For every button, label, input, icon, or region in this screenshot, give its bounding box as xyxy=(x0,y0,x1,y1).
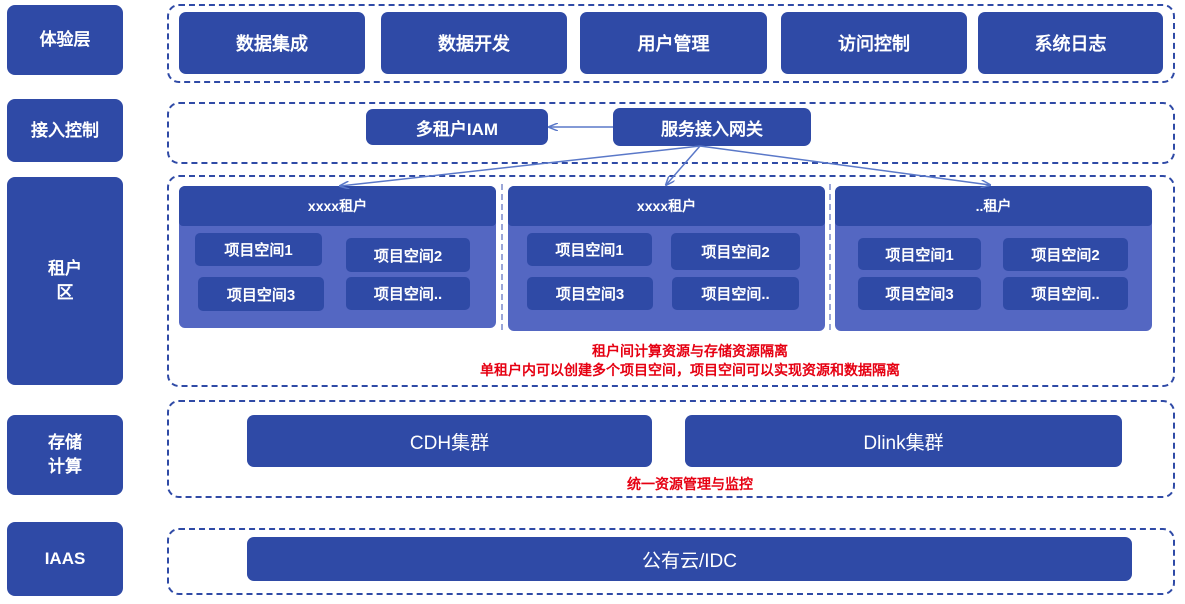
project-space-tile[interactable]: 项目空间.. xyxy=(672,277,799,310)
access-layer-frame xyxy=(167,102,1175,164)
tenant-title-3: ..租户 xyxy=(835,186,1152,226)
project-space-note: 单租户内可以创建多个项目空间，项目空间可以实现资源和数据隔离 xyxy=(480,362,900,378)
experience-layer-frame xyxy=(167,4,1175,83)
layer-label-access: 接入控制 xyxy=(7,99,123,162)
layer-label-storage-line2: 计算 xyxy=(48,457,82,476)
gateway-to-tenant1-arrow xyxy=(340,145,701,186)
gateway-to-tenant3-arrow xyxy=(699,145,990,185)
project-space-tile[interactable]: 项目空间3 xyxy=(198,277,324,311)
multi-tenant-iam-box[interactable]: 多租户IAM xyxy=(366,109,548,145)
tenant-separator xyxy=(501,184,503,330)
layer-label-iaas: IAAS xyxy=(7,522,123,596)
storage-layer-frame xyxy=(167,400,1175,498)
resource-monitor-note: 统一资源管理与监控 xyxy=(627,476,753,492)
layer-label-storage-line1: 存储 xyxy=(48,433,82,452)
tenant-isolation-note: 租户间计算资源与存储资源隔离 xyxy=(592,343,788,359)
layer-label-tenant: 租户 区 xyxy=(7,177,123,385)
project-space-tile[interactable]: 项目空间2 xyxy=(346,238,470,272)
project-space-tile[interactable]: 项目空间1 xyxy=(527,233,652,266)
project-space-tile[interactable]: 项目空间.. xyxy=(1003,277,1128,310)
data-development-button[interactable]: 数据开发 xyxy=(381,12,567,74)
project-space-tile[interactable]: 项目空间1 xyxy=(858,238,981,270)
project-space-tile[interactable]: 项目空间3 xyxy=(858,277,981,310)
user-management-button[interactable]: 用户管理 xyxy=(580,12,767,74)
project-space-tile[interactable]: 项目空间3 xyxy=(527,277,653,310)
tenant-title-2: xxxx租户 xyxy=(508,186,825,226)
tenant-separator xyxy=(829,184,831,330)
data-integration-button[interactable]: 数据集成 xyxy=(179,12,365,74)
dlink-cluster-box[interactable]: Dlink集群 xyxy=(685,415,1122,467)
tenant-title-1: xxxx租户 xyxy=(179,186,496,226)
layer-label-experience: 体验层 xyxy=(7,5,123,75)
layer-label-storage: 存储 计算 xyxy=(7,415,123,495)
layer-label-tenant-line1: 租户 xyxy=(48,259,82,278)
layer-label-tenant-line2: 区 xyxy=(56,283,74,302)
project-space-tile[interactable]: 项目空间2 xyxy=(1003,238,1128,271)
project-space-tile[interactable]: 项目空间1 xyxy=(195,233,322,266)
access-control-button[interactable]: 访问控制 xyxy=(781,12,967,74)
project-space-tile[interactable]: 项目空间2 xyxy=(671,233,800,270)
project-space-tile[interactable]: 项目空间.. xyxy=(346,277,470,310)
public-cloud-idc-box[interactable]: 公有云/IDC xyxy=(247,537,1132,581)
service-gateway-box[interactable]: 服务接入网关 xyxy=(613,108,811,146)
iaas-layer-frame xyxy=(167,528,1175,595)
gateway-to-tenant2-arrow xyxy=(666,145,701,185)
system-log-button[interactable]: 系统日志 xyxy=(978,12,1163,74)
cdh-cluster-box[interactable]: CDH集群 xyxy=(247,415,652,467)
